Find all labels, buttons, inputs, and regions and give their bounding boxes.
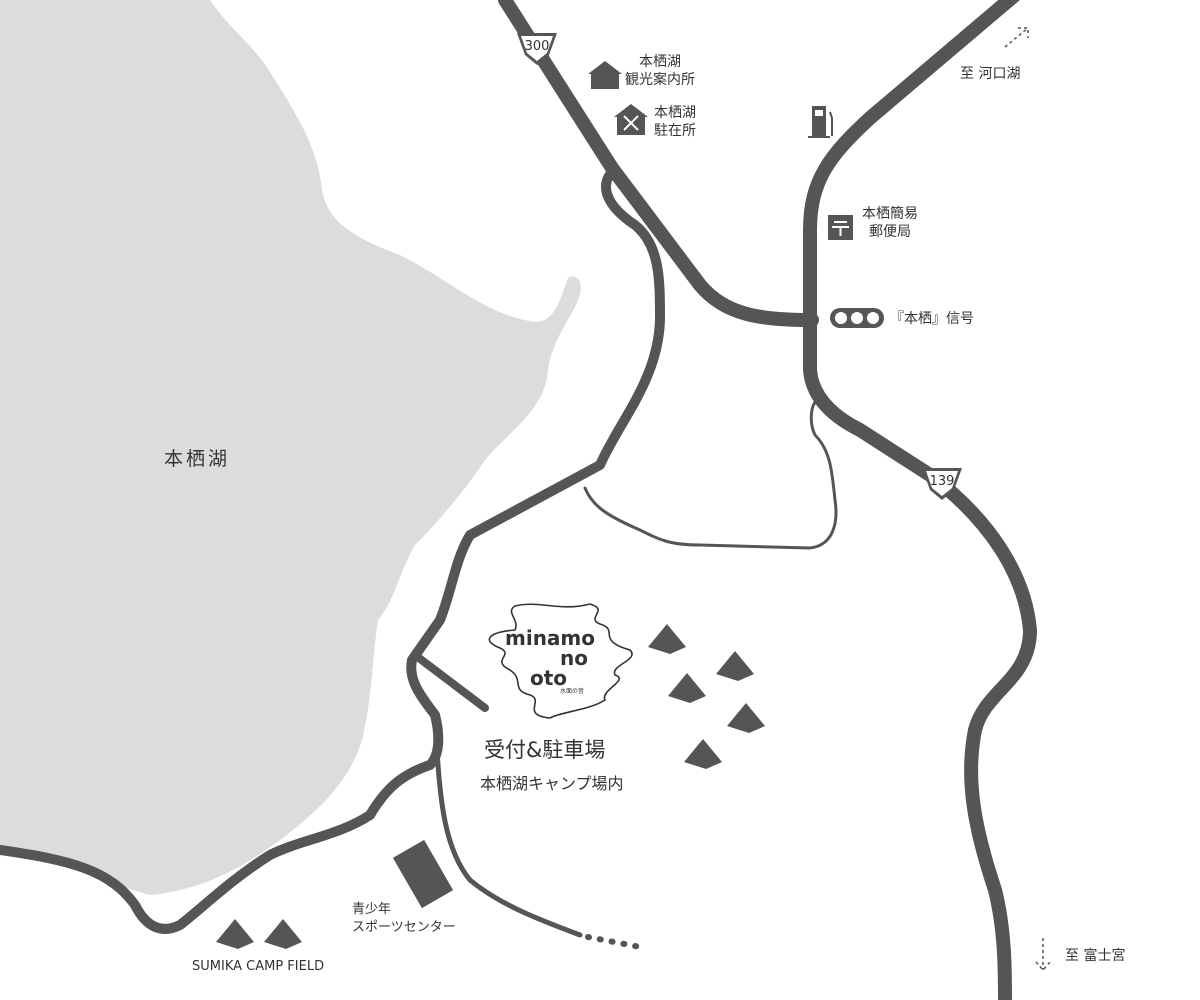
tent-icon	[648, 624, 686, 654]
arrow-to-fujinomiya-icon	[1035, 938, 1051, 972]
sports-center-label: 青少年スポーツセンター	[352, 902, 456, 935]
local-road	[0, 167, 665, 934]
tent-icon	[264, 919, 302, 949]
tent-icon	[716, 651, 754, 681]
sumika-label: SUMIKA CAMP FIELD	[192, 959, 325, 974]
dotted-road	[585, 934, 643, 950]
route-139-road	[803, 0, 1037, 1000]
house-icon	[588, 61, 622, 89]
police-box-label: 本栖湖駐在所	[654, 105, 696, 139]
signal-label: 『本栖』信号	[890, 311, 974, 327]
tent-icons	[216, 624, 765, 949]
lake-label: 本栖湖	[164, 448, 231, 470]
thin-road	[583, 400, 838, 550]
sports-center-building	[392, 839, 454, 909]
logo: minamo no oto	[505, 626, 596, 690]
reception-label: 受付&駐車場	[484, 738, 606, 762]
route-300-number: 300	[524, 39, 550, 54]
reception-sub-label: 本栖湖キャンプ場内	[480, 774, 624, 793]
south-road	[434, 747, 583, 938]
traffic-signal-icon	[830, 308, 884, 328]
to-kawaguchiko-label: 至 河口湖	[960, 66, 1021, 82]
spur-road	[411, 651, 489, 712]
gas-station-icon	[808, 106, 833, 138]
to-fujinomiya-label: 至 富士宮	[1065, 948, 1126, 964]
post-office-icon	[828, 215, 853, 240]
police-box-icon	[614, 104, 648, 135]
route-139-shield	[922, 468, 962, 500]
info-center-label: 本栖湖観光案内所	[625, 54, 695, 88]
tent-icon	[668, 673, 706, 703]
logo-subtitle: 水面の音	[560, 688, 585, 695]
tent-icon	[684, 739, 722, 769]
post-office-label: 本栖簡易郵便局	[862, 206, 918, 240]
route-139-number: 139	[929, 474, 955, 489]
route-300-road	[498, 0, 819, 327]
route-300-shield	[517, 33, 557, 65]
logo-wave	[488, 603, 633, 719]
lake-shape	[0, 0, 581, 895]
tent-icon	[216, 919, 254, 949]
tent-icon	[727, 703, 765, 733]
arrow-to-kawaguchiko-icon	[1004, 27, 1029, 48]
